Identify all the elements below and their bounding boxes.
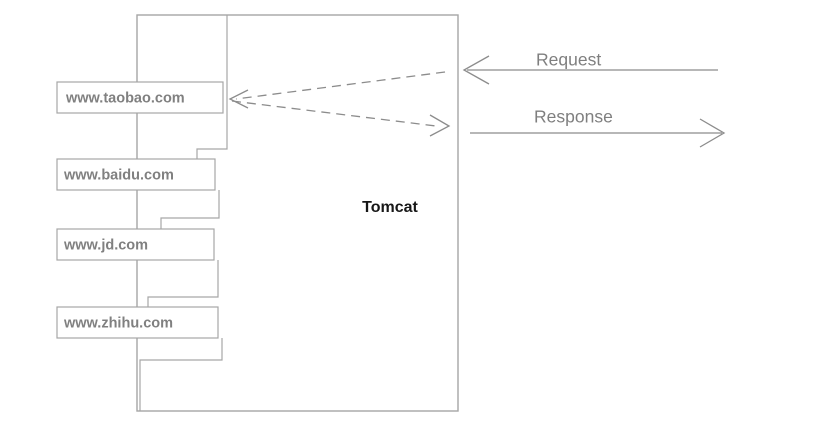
- site-box-taobao-rect[interactable]: [56, 81, 224, 114]
- site-box-jd-label: www.jd.com: [63, 237, 148, 253]
- request-flow: Request: [462, 50, 718, 85]
- site-box-zhihu-label: www.zhihu.com: [63, 315, 173, 331]
- dashed-outbound-arrowhead-icon: [429, 114, 451, 137]
- site-box-baidu[interactable]: www.baidu.com: [56, 158, 216, 191]
- site-connectors-group: [139, 15, 228, 411]
- response-arrowhead-icon: [699, 118, 726, 148]
- request-arrowhead-icon: [462, 55, 490, 85]
- connector-taobao-to-baidu: [196, 15, 228, 159]
- site-box-taobao[interactable]: www.taobao.com: [56, 81, 224, 114]
- site-box-taobao-label: www.taobao.com: [65, 90, 185, 106]
- dashed-outbound-arrow: [231, 100, 451, 137]
- connector-baidu-to-jd: [160, 190, 220, 229]
- connector-jd-to-zhihu: [147, 260, 219, 307]
- request-flow-label: Request: [536, 50, 601, 70]
- site-box-zhihu-rect[interactable]: [56, 306, 219, 339]
- response-flow: Response: [470, 107, 726, 148]
- site-box-zhihu[interactable]: www.zhihu.com: [56, 306, 219, 339]
- dashed-inbound-line: [235, 71, 446, 100]
- dashed-inbound-arrowhead-icon: [228, 89, 249, 109]
- tomcat-container-rect: [136, 14, 459, 412]
- site-box-jd-rect[interactable]: [56, 228, 215, 261]
- site-box-baidu-rect[interactable]: [56, 158, 216, 191]
- response-flow-label: Response: [534, 107, 613, 127]
- site-box-baidu-label: www.baidu.com: [63, 167, 174, 183]
- connector-zhihu-to-container-bottom: [139, 338, 223, 411]
- dashed-outbound-line: [231, 100, 437, 127]
- site-box-jd[interactable]: www.jd.com: [56, 228, 215, 261]
- tomcat-label: Tomcat: [362, 199, 418, 216]
- tomcat-container-group: Tomcat: [136, 14, 459, 412]
- dashed-inbound-arrow: [228, 71, 446, 109]
